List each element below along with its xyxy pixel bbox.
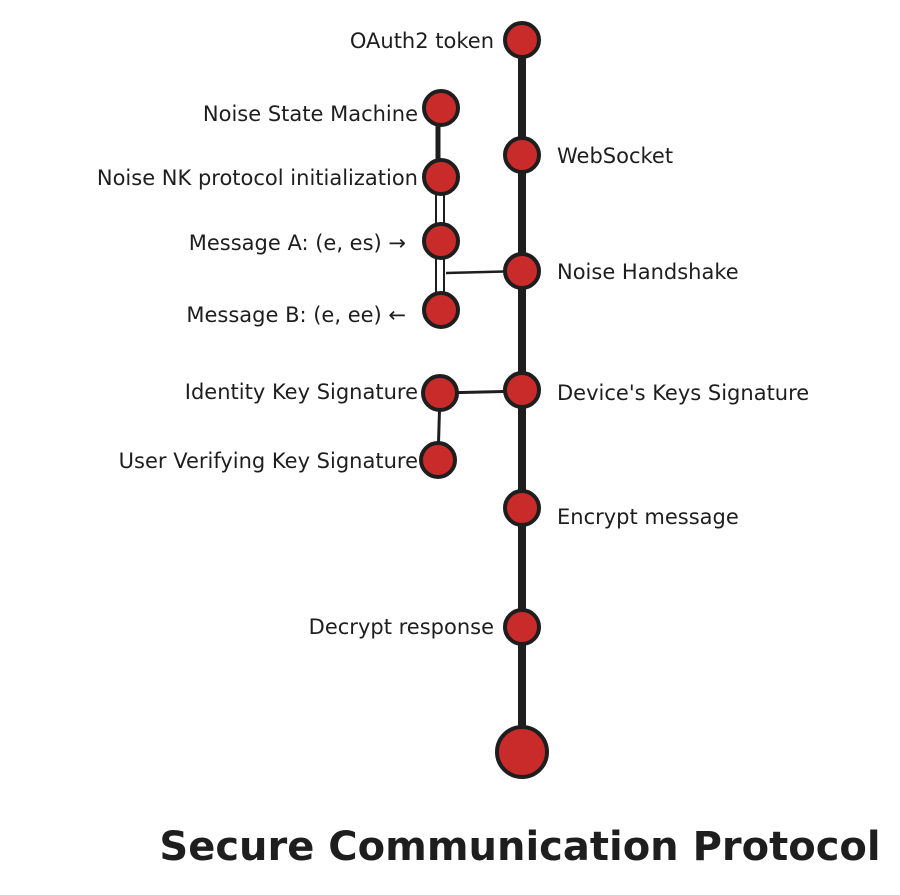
- node-identity-key-signature: [421, 374, 459, 412]
- label-noise-handshake: Noise Handshake: [557, 260, 739, 284]
- label-identity-key-signature: Identity Key Signature: [185, 380, 418, 404]
- node-user-verifying-key-signature: [419, 441, 457, 479]
- label-message-a: Message A: (e, es) →: [189, 231, 406, 255]
- node-encrypt-message: [503, 489, 541, 527]
- node-noise-nk-init: [422, 158, 460, 196]
- node-device-keys-signature: [503, 371, 541, 409]
- label-websocket: WebSocket: [557, 144, 673, 168]
- node-message-a: [422, 222, 460, 260]
- node-websocket: [503, 136, 541, 174]
- label-device-keys-signature: Device's Keys Signature: [557, 381, 809, 405]
- node-decrypt-response: [503, 608, 541, 646]
- label-decrypt-response: Decrypt response: [309, 615, 494, 639]
- label-noise-nk-init: Noise NK protocol initialization: [97, 166, 418, 190]
- label-encrypt-message: Encrypt message: [557, 505, 739, 529]
- label-user-verifying-key-signature: User Verifying Key Signature: [119, 449, 418, 473]
- diagram-title: Secure Communication Protocol: [159, 824, 880, 870]
- node-message-b: [422, 291, 460, 329]
- node-noise-handshake: [503, 252, 541, 290]
- node-oauth2-token: [503, 21, 541, 59]
- label-noise-state-machine: Noise State Machine: [203, 102, 418, 126]
- node-noise-state-machine: [422, 89, 460, 127]
- label-message-b: Message B: (e, ee) ←: [186, 303, 406, 327]
- label-oauth2-token: OAuth2 token: [350, 29, 494, 53]
- node-end: [495, 725, 549, 779]
